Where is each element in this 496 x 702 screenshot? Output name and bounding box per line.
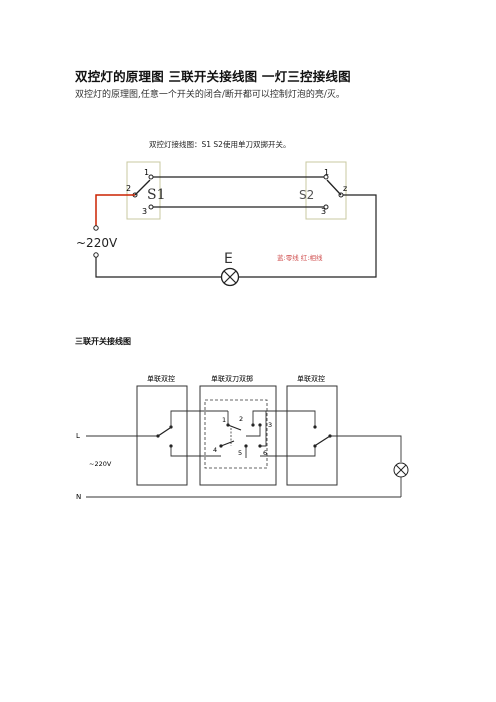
lamp-icon-2 (393, 462, 409, 478)
s1-terminal-1 (148, 174, 154, 180)
mid-cross-wire (246, 425, 261, 437)
right-switch-box (286, 385, 338, 486)
lamp-label: E (224, 251, 233, 267)
label-middle-switch: 单联双刀双掷 (211, 374, 253, 383)
s2-label-1: 1 (324, 168, 329, 177)
label-left-switch: 单联双控 (147, 374, 175, 383)
lamp-icon (220, 267, 240, 287)
supply-terminal-top (93, 225, 99, 231)
left-switch-common (156, 434, 160, 438)
s2-label-z: z (343, 184, 347, 193)
voltage-label: ~220V (76, 236, 118, 250)
document-subtitle: 双控灯的原理图,任意一个开关的闭合/断开都可以控制灯泡的亮/灭。 (75, 90, 345, 100)
live-wire (95, 194, 135, 226)
mid-wire-3 (260, 411, 267, 447)
s1-label-3: 3 (142, 207, 147, 216)
s1-terminal-3 (148, 204, 154, 210)
diagram1-caption: 双控灯接线图：S1 S2使用单刀双掷开关。 (149, 139, 290, 149)
left-switch-blade (157, 427, 171, 437)
middle-switch-dashed-box (204, 399, 268, 469)
s2-label: S2 (299, 188, 314, 202)
s2-blade (326, 179, 342, 196)
traveller-a (170, 410, 228, 427)
line-N-label: N (76, 493, 81, 501)
s2-label-3: 3 (321, 207, 326, 216)
left-switch-box (136, 385, 188, 486)
neutral-wire-left (95, 257, 221, 278)
lamp-feed-wire (330, 435, 402, 462)
label-right-switch: 单联双控 (297, 374, 325, 383)
traveller-b (170, 446, 221, 457)
s1-label: S1 (147, 187, 166, 203)
switch-s1-box (126, 161, 161, 220)
return-wire-right (239, 194, 377, 278)
mid-blade-bottom (220, 440, 235, 447)
line-L-label: L (76, 432, 80, 440)
s2-terminal-3 (323, 204, 329, 210)
mid-blade-top (227, 424, 242, 431)
mid-label-4: 4 (213, 446, 217, 454)
s2-terminal-1 (323, 174, 329, 180)
traveller-d (260, 446, 316, 457)
right-switch-contact-bottom (313, 444, 317, 448)
document-title: 双控灯的原理图 三联开关接线图 一灯三控接线图 (75, 69, 351, 84)
voltage-label-2: ~220V (89, 460, 112, 468)
right-switch-blade (315, 435, 331, 446)
mid-label-1: 1 (222, 416, 226, 424)
traveller-c (266, 410, 316, 427)
mid-label-2: 2 (239, 415, 243, 423)
mid-wire-2 (252, 410, 266, 425)
section-title-3way: 三联开关接线图 (75, 337, 131, 346)
wire-color-note: 蓝:零线 红:相线 (277, 253, 323, 262)
mid-label-5: 5 (238, 449, 242, 457)
s1-label-1: 1 (144, 168, 149, 177)
s1-label-2: 2 (126, 184, 131, 193)
mid-label-6: 6 (263, 449, 267, 457)
middle-switch-box (199, 385, 277, 486)
switch-s2-box (305, 161, 347, 220)
right-switch-contact-top (313, 425, 317, 429)
s1-blade (134, 179, 151, 196)
mid-label-3: 3 (268, 421, 272, 429)
